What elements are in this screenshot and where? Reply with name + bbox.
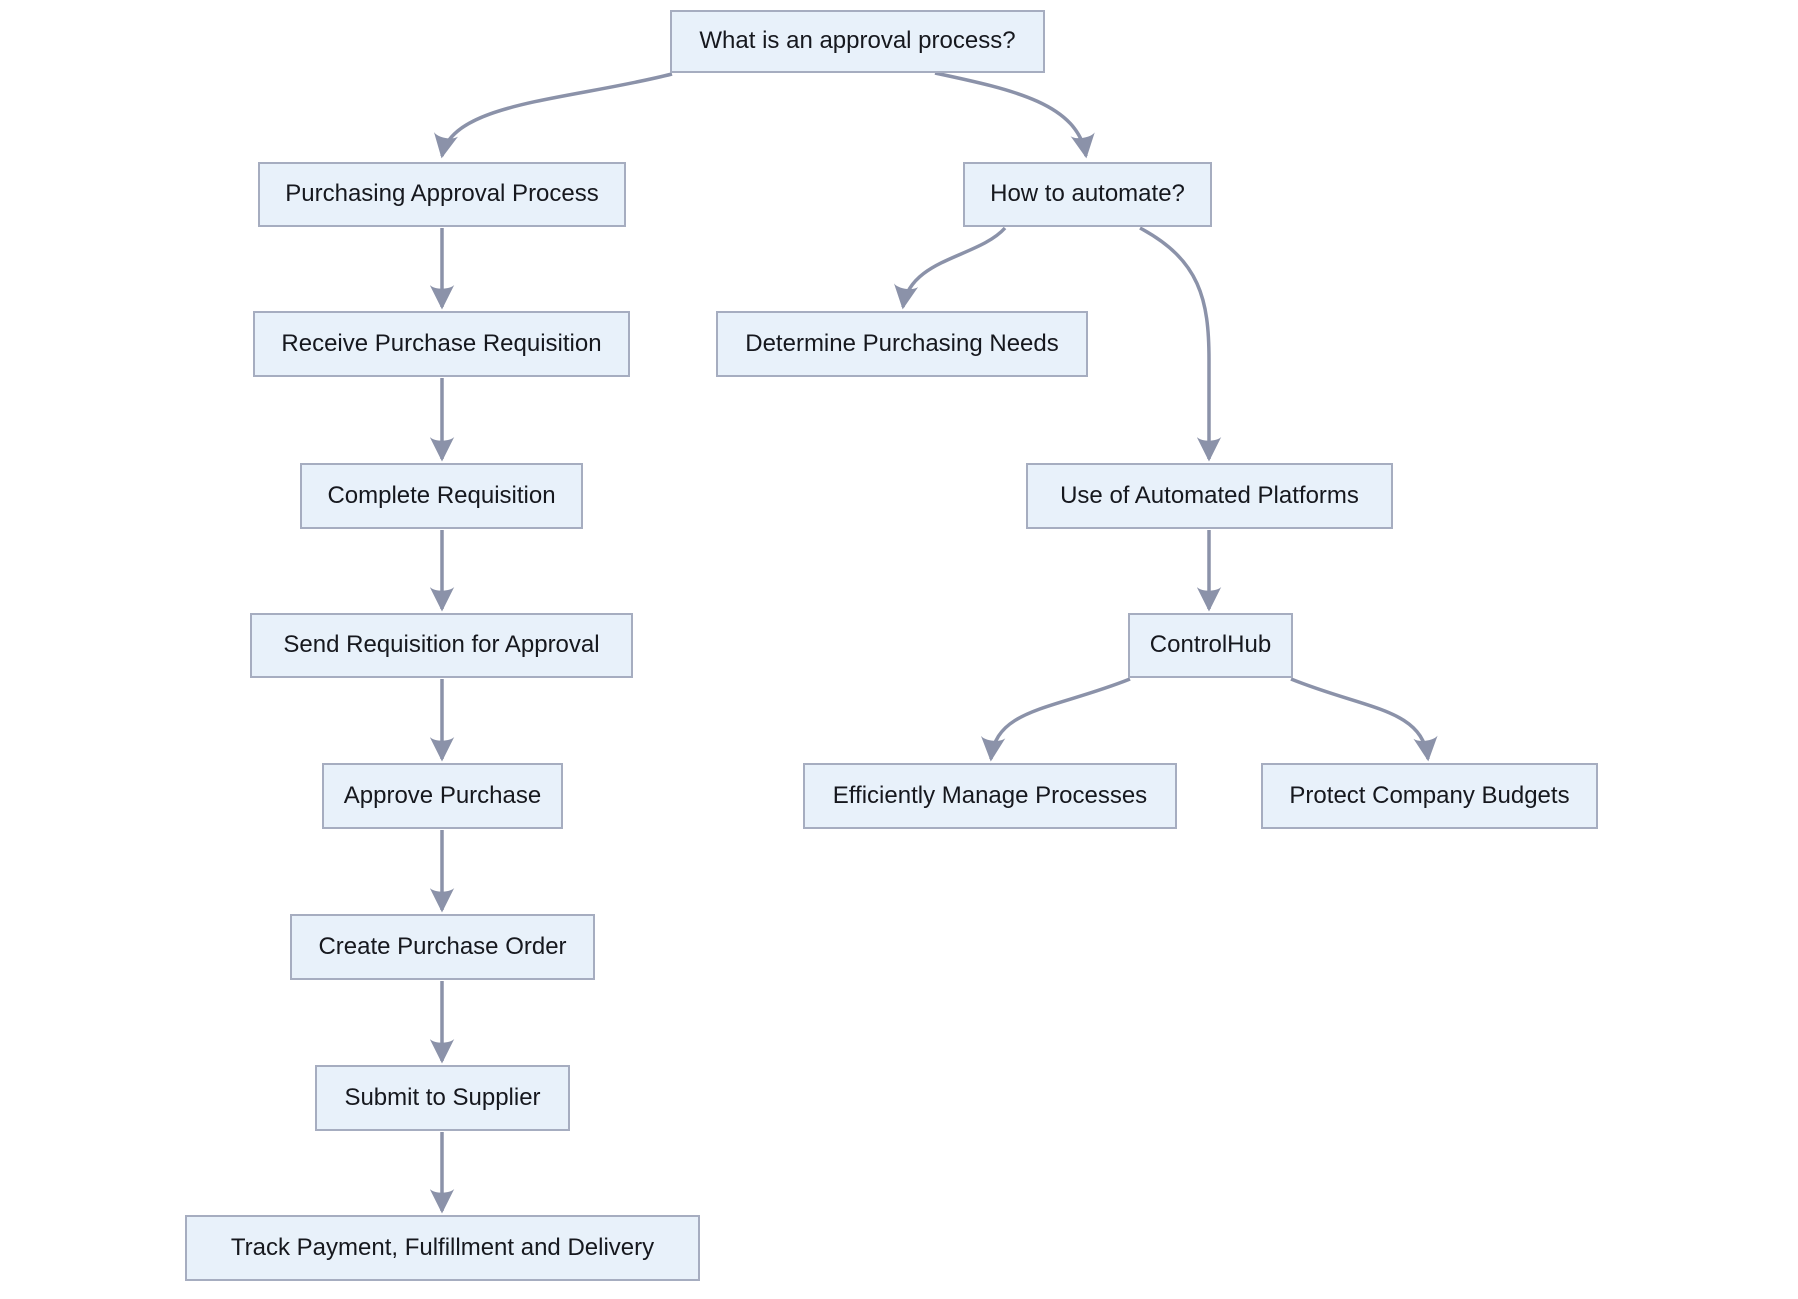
edge-root-to-purchasing — [434, 72, 673, 159]
edge-controlhub-to-efficiently — [980, 677, 1131, 762]
node-efficiently: Efficiently Manage Processes — [803, 763, 1177, 829]
node-label: How to automate? — [990, 180, 1185, 208]
node-controlhub: ControlHub — [1128, 613, 1293, 678]
node-send: Send Requisition for Approval — [250, 613, 633, 678]
node-protect: Protect Company Budgets — [1261, 763, 1598, 829]
node-label: Approve Purchase — [343, 781, 542, 809]
node-complete: Complete Requisition — [300, 463, 583, 529]
edge-how-to-use — [1139, 226, 1222, 462]
node-label: Submit to Supplier — [344, 1083, 541, 1111]
node-label: Purchasing Approval Process — [285, 180, 599, 208]
node-purchasing: Purchasing Approval Process — [258, 162, 626, 227]
node-how: How to automate? — [963, 162, 1212, 227]
node-use: Use of Automated Platforms — [1026, 463, 1393, 529]
node-label: Determine Purchasing Needs — [745, 329, 1059, 357]
node-label: Protect Company Budgets — [1289, 781, 1570, 809]
node-receive: Receive Purchase Requisition — [253, 311, 630, 377]
node-label: Efficiently Manage Processes — [832, 781, 1148, 809]
node-label: ControlHub — [1149, 631, 1272, 659]
node-label: Create Purchase Order — [318, 932, 567, 960]
node-root: What is an approval process? — [670, 10, 1045, 73]
node-label: Receive Purchase Requisition — [281, 329, 602, 357]
node-create: Create Purchase Order — [290, 914, 595, 980]
edge-controlhub-to-protect — [1290, 677, 1438, 762]
edge-root-to-how — [934, 71, 1095, 159]
node-label: Use of Automated Platforms — [1060, 481, 1359, 509]
node-track: Track Payment, Fulfillment and Delivery — [185, 1215, 700, 1281]
node-approve: Approve Purchase — [322, 763, 563, 829]
node-submit: Submit to Supplier — [315, 1065, 570, 1131]
node-label: What is an approval process? — [699, 27, 1016, 55]
node-determine: Determine Purchasing Needs — [716, 311, 1088, 377]
node-label: Send Requisition for Approval — [283, 631, 600, 659]
edge-how-to-determine — [894, 226, 1007, 310]
node-label: Complete Requisition — [327, 481, 556, 509]
node-label: Track Payment, Fulfillment and Delivery — [230, 1233, 655, 1261]
